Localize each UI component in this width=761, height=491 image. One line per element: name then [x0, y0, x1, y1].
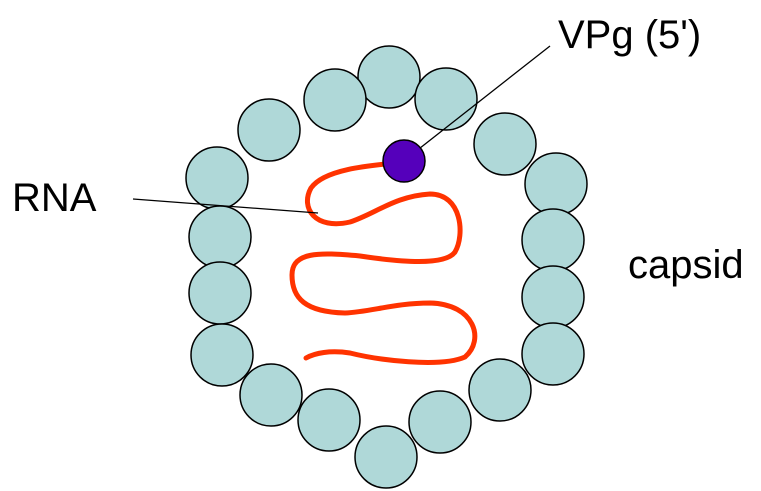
- capsomer: [468, 358, 532, 422]
- rna-leader-line: [132, 198, 319, 214]
- capsomer: [190, 323, 254, 387]
- vpg-leader-line: [414, 45, 551, 153]
- capsomer: [239, 363, 303, 427]
- capsomer: [357, 45, 421, 109]
- capsomer: [188, 205, 252, 269]
- capsomer: [473, 112, 537, 176]
- capsomer: [521, 322, 585, 386]
- rna-label: RNA: [12, 176, 97, 220]
- capsid-label: capsid: [628, 243, 744, 287]
- capsomer: [297, 388, 361, 452]
- vpg-label: VPg (5'): [558, 13, 701, 57]
- capsomer: [408, 390, 472, 454]
- vpg-protein: [382, 139, 426, 183]
- capsomer: [303, 68, 367, 132]
- capsomer: [524, 152, 588, 216]
- capsomer: [521, 208, 585, 272]
- rna-strand: [289, 159, 478, 365]
- capsomer: [521, 265, 585, 329]
- capsomer: [185, 146, 249, 210]
- capsomer: [188, 261, 252, 325]
- capsomer: [414, 67, 478, 131]
- capsid-shell: [185, 45, 588, 489]
- capsomer: [354, 425, 418, 489]
- capsomer: [237, 98, 301, 162]
